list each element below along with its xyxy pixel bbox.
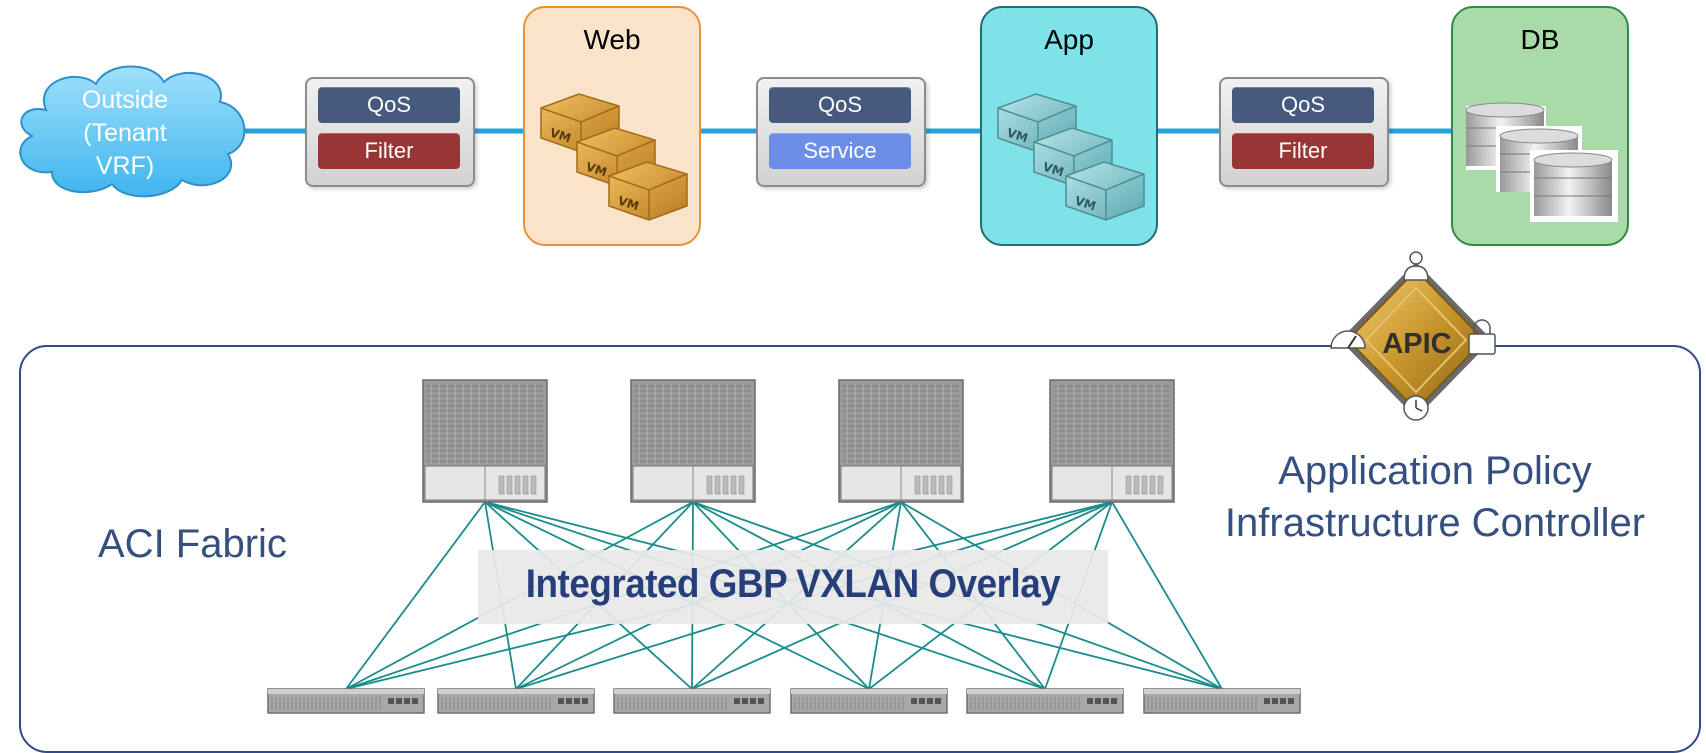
service-pill[interactable]: Service xyxy=(769,133,911,169)
db-stack xyxy=(1465,102,1618,222)
apic-description-line: Infrastructure Controller xyxy=(1224,501,1646,545)
qos-pill[interactable]: QoS xyxy=(1232,87,1374,123)
filter-pill[interactable]: Filter xyxy=(318,133,460,169)
user-icon xyxy=(1403,251,1429,281)
spine-switch-icon xyxy=(630,379,756,503)
apic-badge-icon[interactable] xyxy=(1326,248,1506,430)
leaf-switch-icon xyxy=(437,688,595,714)
web-vm-stack: VM VM VM xyxy=(540,93,688,221)
apic-description-line: Application Policy xyxy=(1278,449,1592,493)
svg-text:VM: VM xyxy=(1073,194,1098,214)
spine-switch-icon xyxy=(1049,379,1175,503)
apic-badge-label: APIC xyxy=(1382,328,1452,360)
aci-fabric-label: ACI Fabric xyxy=(98,522,287,566)
lock-icon xyxy=(1468,319,1496,355)
svg-text:VM: VM xyxy=(1005,126,1030,146)
svg-text:VM: VM xyxy=(616,194,641,214)
overlay-label: Integrated GBP VXLAN Overlay xyxy=(525,562,1061,606)
contract-app-db[interactable]: QoS Filter xyxy=(1219,77,1389,187)
vm-box-icon: VM xyxy=(1065,161,1145,221)
vm-box-icon: VM xyxy=(608,161,688,221)
contract-web-app[interactable]: QoS Service xyxy=(756,77,926,187)
leaf-switch-icon xyxy=(966,688,1124,714)
outside-label-line: VRF) xyxy=(95,152,155,180)
apic-description: Application Policy Infrastructure Contro… xyxy=(1175,445,1695,549)
clock-icon xyxy=(1403,395,1429,421)
fabric-link xyxy=(1111,501,1223,690)
outside-label-line: Outside xyxy=(81,86,169,114)
database-icon xyxy=(1530,150,1618,222)
outside-label: Outside (Tenant VRF) xyxy=(20,84,230,183)
svg-text:VM: VM xyxy=(1041,160,1066,180)
fabric-link xyxy=(345,501,486,690)
contract-outside-web[interactable]: QoS Filter xyxy=(305,77,475,187)
app-vm-stack: VM VM VM xyxy=(997,93,1145,221)
leaf-switch-icon xyxy=(267,688,425,714)
outside-cloud[interactable] xyxy=(6,58,258,202)
overlay-band xyxy=(478,550,1108,624)
epg-db-title: DB xyxy=(1520,24,1560,55)
leaf-switch-icon xyxy=(1143,688,1301,714)
epg-app-title: App xyxy=(1044,24,1094,55)
spine-switch-icon xyxy=(422,379,548,503)
epg-web-title: Web xyxy=(583,24,641,55)
qos-pill[interactable]: QoS xyxy=(769,87,911,123)
outside-label-line: (Tenant xyxy=(83,119,167,147)
gauge-icon xyxy=(1330,330,1366,349)
svg-text:VM: VM xyxy=(584,160,609,180)
filter-pill[interactable]: Filter xyxy=(1232,133,1374,169)
leaf-switch-icon xyxy=(790,688,948,714)
spine-switch-icon xyxy=(838,379,964,503)
leaf-switch-icon xyxy=(613,688,771,714)
svg-text:VM: VM xyxy=(548,126,573,146)
qos-pill[interactable]: QoS xyxy=(318,87,460,123)
